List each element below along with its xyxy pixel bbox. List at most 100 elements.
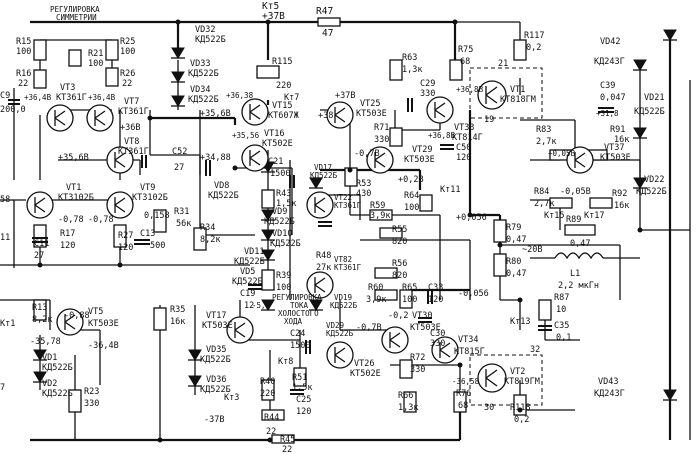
- label-vt3-type: КТ361Г: [56, 93, 87, 103]
- label-vt1-type: КТ818ГМ: [500, 95, 536, 105]
- label-r83-value: 2,7к: [536, 137, 556, 147]
- label-kt17: Кт17: [584, 211, 604, 221]
- label-c11: C11: [34, 239, 49, 249]
- label-c9-value: 200,0: [0, 105, 26, 115]
- label-c19: C19: [240, 289, 255, 299]
- label-vd22: VD22: [644, 175, 664, 185]
- label-vt1: VT1: [510, 85, 525, 95]
- label-c25-value: 120: [296, 407, 311, 417]
- label-r47: R47: [316, 6, 333, 17]
- label-r60: R60: [368, 283, 383, 293]
- label-r55: R55: [392, 225, 407, 235]
- label-r66-value: 1,3к: [398, 403, 418, 413]
- label-r66: R66: [398, 391, 413, 401]
- label-c24: C24: [290, 329, 305, 339]
- label-r89-value: 0,47: [570, 239, 590, 249]
- label-r27: R27: [118, 231, 133, 241]
- label-c9: C9: [0, 91, 10, 101]
- label-kt7: Кт7: [284, 93, 299, 103]
- capacitors: [8, 98, 614, 395]
- label-r91-value: 16к: [614, 135, 629, 145]
- label-vt15: VT15: [272, 101, 292, 111]
- label-r31: R31: [174, 207, 189, 217]
- label-idle-current-3: ХОЛОСТОГО: [278, 309, 319, 318]
- label-vt7-type: КТ361Г: [118, 107, 149, 117]
- label-c19-value: 12: [244, 301, 254, 311]
- label-c52-value: 27: [174, 163, 184, 173]
- label-vd11: VD11: [244, 247, 264, 257]
- label-node-7: 7: [0, 383, 5, 393]
- label-vd2: VD2: [42, 379, 57, 389]
- label-v3578: -35,78: [30, 337, 61, 347]
- label-r16-value: 22: [18, 79, 28, 89]
- label-vt82: VT82: [334, 255, 352, 264]
- label-vt5-type: КТ503Е: [88, 319, 119, 329]
- label-vd19-type: КД522Б: [330, 301, 358, 310]
- label-vt82-type: КТ361Г: [334, 263, 362, 272]
- label-node-11: 11: [0, 233, 10, 243]
- label-v58: -5,8: [252, 301, 271, 310]
- label-symmetry-2: СИММЕТРИИ: [56, 13, 97, 22]
- label-r45: R45: [280, 435, 295, 445]
- label-c39: C39: [600, 81, 615, 91]
- label-vd1-type: КД522Б: [42, 363, 73, 373]
- label-vt9-type: КТ3102Б: [132, 193, 168, 203]
- label-r16: R16: [16, 69, 31, 79]
- label-r89: R89: [566, 215, 581, 225]
- label-vd42: VD42: [600, 37, 620, 47]
- label-v07: -0,7В: [354, 149, 380, 159]
- label-v38: +38: [318, 111, 333, 121]
- label-vt17: VT17: [206, 311, 226, 321]
- label-vd17: VD17: [314, 163, 332, 172]
- label-vt25: VT25: [360, 99, 380, 109]
- label-vm0056: -0,056: [458, 289, 489, 299]
- label-r17-value: 120: [60, 241, 75, 251]
- label-r80: R80: [506, 257, 521, 267]
- label-r53-value: 430: [356, 189, 371, 199]
- label-r40-value: 220: [260, 389, 275, 399]
- label-c30-value: 330: [430, 339, 445, 349]
- label-vt26: VT26: [354, 359, 374, 369]
- label-v088: -0,88: [64, 311, 90, 321]
- label-vd11-type: КД522Б: [234, 257, 265, 267]
- label-idle-current-1: РЕГУЛИРОВКА: [272, 293, 322, 302]
- label-r34: R34: [200, 223, 215, 233]
- label-v37-bottom: -37В: [204, 415, 224, 425]
- transistors: [26, 80, 594, 393]
- label-r83: R83: [536, 125, 551, 135]
- label-r117: R117: [524, 31, 544, 41]
- label-r71: R71: [374, 123, 389, 133]
- label-v005b: -0,05В: [560, 187, 591, 197]
- label-vd35: VD35: [206, 345, 226, 355]
- label-r79-value: 0,47: [506, 235, 526, 245]
- label-v364b: +36,4В: [88, 93, 116, 102]
- label-v3556: +35,56: [232, 131, 260, 140]
- label-vt8-type: КТ361Г: [118, 147, 149, 157]
- label-c33: C33: [428, 283, 443, 293]
- label-vt26-type: КТ502Е: [350, 369, 381, 379]
- label-kt3: Кт3: [224, 393, 239, 403]
- label-c33-value: 120: [428, 295, 443, 305]
- label-vd42-type: КД243Г: [594, 57, 625, 67]
- label-r47-value: 47: [322, 28, 333, 39]
- label-r84: R84: [534, 187, 549, 197]
- label-vt33: VT33: [454, 123, 474, 133]
- label-r48: R48: [316, 251, 331, 261]
- label-vd34-type: КД522Б: [188, 95, 219, 105]
- label-node-32: 32: [530, 345, 540, 355]
- label-vd21: VD21: [644, 93, 664, 103]
- label-v02b: -0,2: [388, 311, 408, 321]
- label-vd8: VD8: [214, 181, 229, 191]
- label-vd32: VD32: [195, 25, 215, 35]
- label-vd29: VD29: [326, 321, 344, 330]
- label-v368b: +36,8В: [456, 85, 484, 94]
- label-r35: R35: [170, 305, 185, 315]
- label-idle-current-2: ТОКА: [290, 301, 309, 310]
- label-vt1b-type: КТ3102Б: [58, 193, 94, 203]
- label-c21-value: 1500: [270, 169, 290, 179]
- label-r53: R53: [356, 179, 371, 189]
- label-vt34-type: КТ815Г: [454, 347, 485, 357]
- label-r15-value: 100: [16, 47, 31, 57]
- label-r25: R25: [120, 37, 135, 47]
